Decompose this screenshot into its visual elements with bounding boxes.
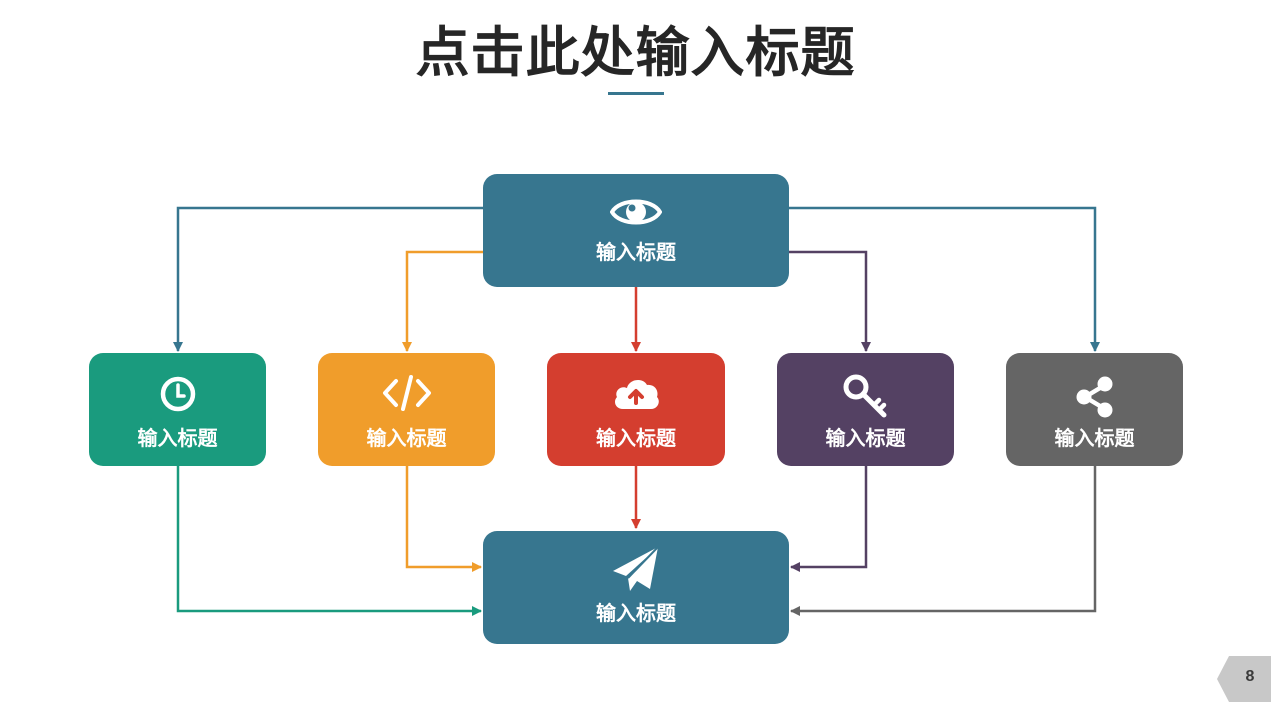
node-2: 输入标题 [318, 353, 495, 466]
edge-top-to-node-5 [789, 206, 1100, 352]
node-4-label: 输入标题 [825, 426, 906, 450]
cloud-upload-icon [547, 373, 725, 413]
code-icon [318, 373, 495, 413]
node-top-label: 输入标题 [596, 240, 676, 264]
edge-node-2-to-bottom [405, 466, 482, 572]
edge-node-5-to-bottom [790, 466, 1097, 616]
node-4: 输入标题 [777, 353, 954, 466]
node-3: 输入标题 [547, 353, 725, 466]
node-1: 输入标题 [89, 353, 266, 466]
edge-node-1-to-bottom [176, 466, 482, 616]
node-top: 输入标题 [483, 174, 789, 287]
edge-node-4-to-bottom [790, 466, 868, 572]
node-5-label: 输入标题 [1054, 426, 1135, 450]
edge-top-to-node-1 [173, 206, 483, 352]
edge-top-to-node-4 [789, 250, 871, 352]
edge-top-to-node-2 [402, 250, 483, 352]
page-number: 8 [1245, 668, 1255, 685]
eye-icon [483, 192, 789, 232]
paper-plane-icon [483, 545, 789, 595]
title-underline [608, 92, 664, 95]
node-5: 输入标题 [1006, 353, 1183, 466]
node-1-label: 输入标题 [137, 426, 218, 450]
page-number-badge [1217, 656, 1271, 702]
key-icon [777, 373, 954, 419]
node-2-label: 输入标题 [366, 426, 447, 450]
share-icon [1006, 375, 1183, 419]
node-bottom-label: 输入标题 [596, 601, 676, 625]
slide-title: 点击此处输入标题 [415, 21, 856, 84]
node-3-label: 输入标题 [596, 426, 676, 450]
node-bottom: 输入标题 [483, 531, 789, 644]
clock-icon [89, 375, 266, 413]
